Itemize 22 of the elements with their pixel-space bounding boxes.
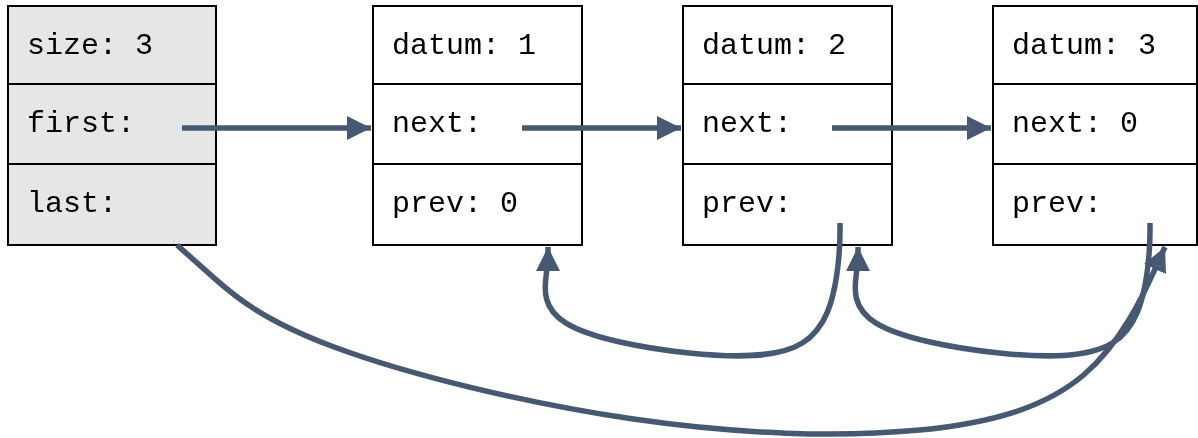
struct-field: size: 3	[9, 7, 215, 85]
pointer-arrow	[182, 115, 371, 141]
struct-field: datum: 3	[994, 7, 1196, 85]
pointer-arrow	[522, 115, 681, 141]
list-node-box	[682, 5, 893, 246]
struct-field: next: 0	[994, 85, 1196, 165]
struct-field: prev:	[684, 165, 891, 243]
struct-field: next:	[374, 85, 581, 165]
pointer-arrow	[535, 223, 843, 359]
struct-box	[7, 5, 217, 246]
pointer-arrow	[175, 242, 1168, 437]
struct-field: first:	[9, 85, 215, 165]
pointer-arrow	[845, 223, 1153, 359]
struct-field: next:	[684, 85, 891, 165]
list-node-box	[992, 5, 1198, 246]
struct-field: datum: 2	[684, 7, 891, 85]
struct-field: prev:	[994, 165, 1196, 243]
list-node-box	[372, 5, 583, 246]
pointer-arrow	[832, 115, 991, 141]
struct-field: datum: 1	[374, 7, 581, 85]
struct-field: last:	[9, 165, 215, 243]
struct-field: prev: 0	[374, 165, 581, 243]
